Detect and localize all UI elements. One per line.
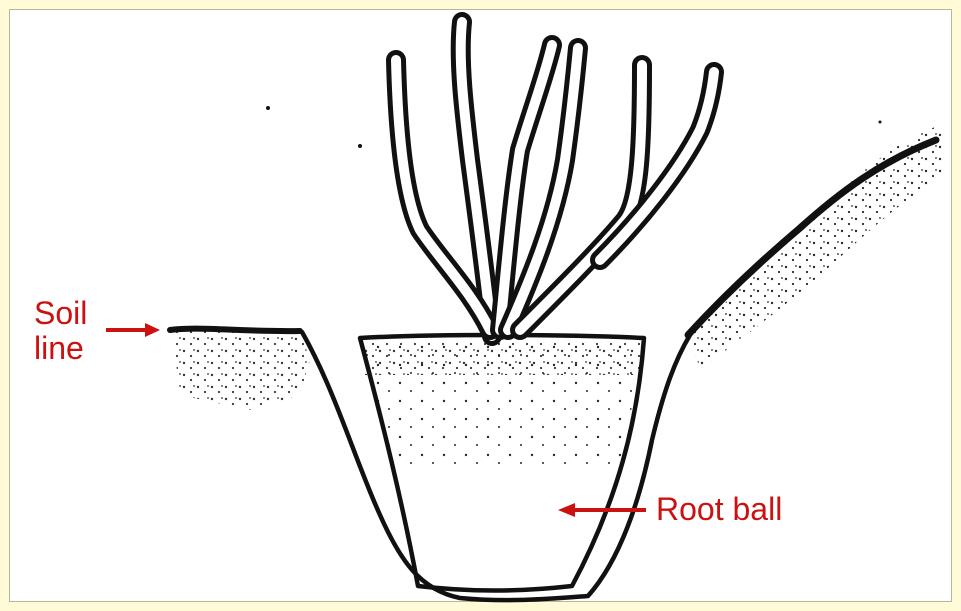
right-slope-stipple <box>690 125 945 370</box>
left-soil-stipple <box>172 330 310 410</box>
arrow-right-icon <box>106 323 160 337</box>
root-ball-top-stipple <box>362 342 644 375</box>
soil-line-label-2: line <box>34 333 84 363</box>
root-ball-label: Root ball <box>656 494 782 524</box>
left-soil-surface <box>170 329 300 332</box>
soil-line-label: Soil <box>34 298 87 328</box>
speck <box>879 121 882 124</box>
plant-stems <box>396 22 714 336</box>
speck <box>266 106 270 110</box>
speck <box>358 144 362 148</box>
